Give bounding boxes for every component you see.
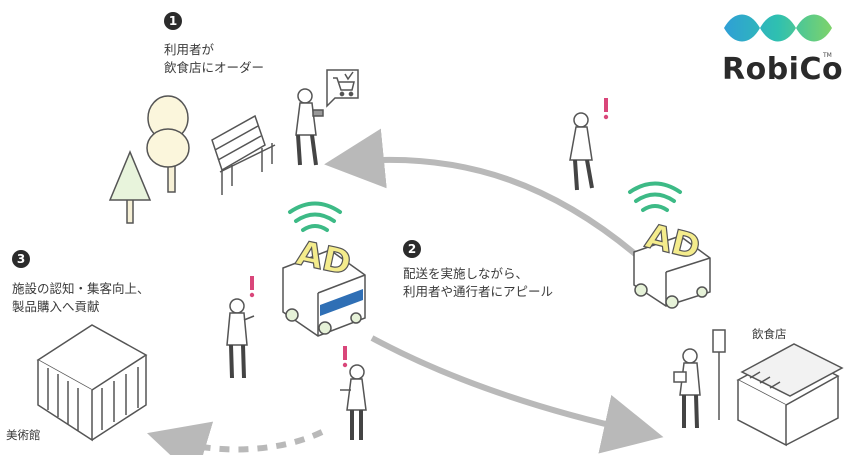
tree-icon [108, 95, 190, 224]
exclamation-icon [249, 292, 255, 298]
person-icon [673, 348, 701, 429]
logo-waves-icon [724, 14, 832, 42]
step-2-badge: 2 [403, 240, 421, 258]
robot-icon [633, 235, 711, 309]
exclamation-icon [250, 276, 254, 290]
flow-arrow-bottom [370, 335, 664, 454]
exclamation-icon [343, 346, 347, 360]
brand-name: RobiCo [722, 52, 844, 87]
shopping-cart-icon [326, 69, 359, 108]
person-icon [295, 88, 324, 166]
flow-arrow-top [324, 128, 642, 261]
bench-icon [211, 114, 276, 195]
exclamation-icon [603, 114, 609, 120]
exclamation-icon [604, 98, 608, 112]
step-3-badge: 3 [12, 250, 30, 268]
step-1-line-1: 利用者が [164, 42, 215, 57]
step-3-line-2: 製品購入へ貢献 [12, 299, 100, 314]
museum-label: 美術館 [6, 428, 41, 442]
exclamation-icon [342, 362, 348, 368]
step-2-line-1: 配送を実施しながら、 [403, 266, 529, 281]
restaurant-label: 飲食店 [752, 327, 787, 341]
person-icon [569, 112, 594, 191]
flow-arrow-dashed [147, 421, 324, 455]
brand-trademark: TM [823, 52, 832, 59]
robot-icon [282, 249, 366, 337]
person-icon [226, 298, 255, 379]
step-2-line-2: 利用者や通行者にアピール [403, 284, 554, 299]
wifi-signal-icon [288, 201, 342, 232]
step-3-line-1: 施設の認知・集客向上、 [12, 281, 150, 296]
restaurant-building-icon [712, 329, 844, 447]
step-1-line-2: 飲食店にオーダー [164, 60, 265, 75]
step-1-badge: 1 [164, 12, 182, 30]
person-icon [340, 364, 367, 440]
museum-building-icon [36, 324, 148, 442]
wifi-signal-icon [628, 181, 682, 212]
